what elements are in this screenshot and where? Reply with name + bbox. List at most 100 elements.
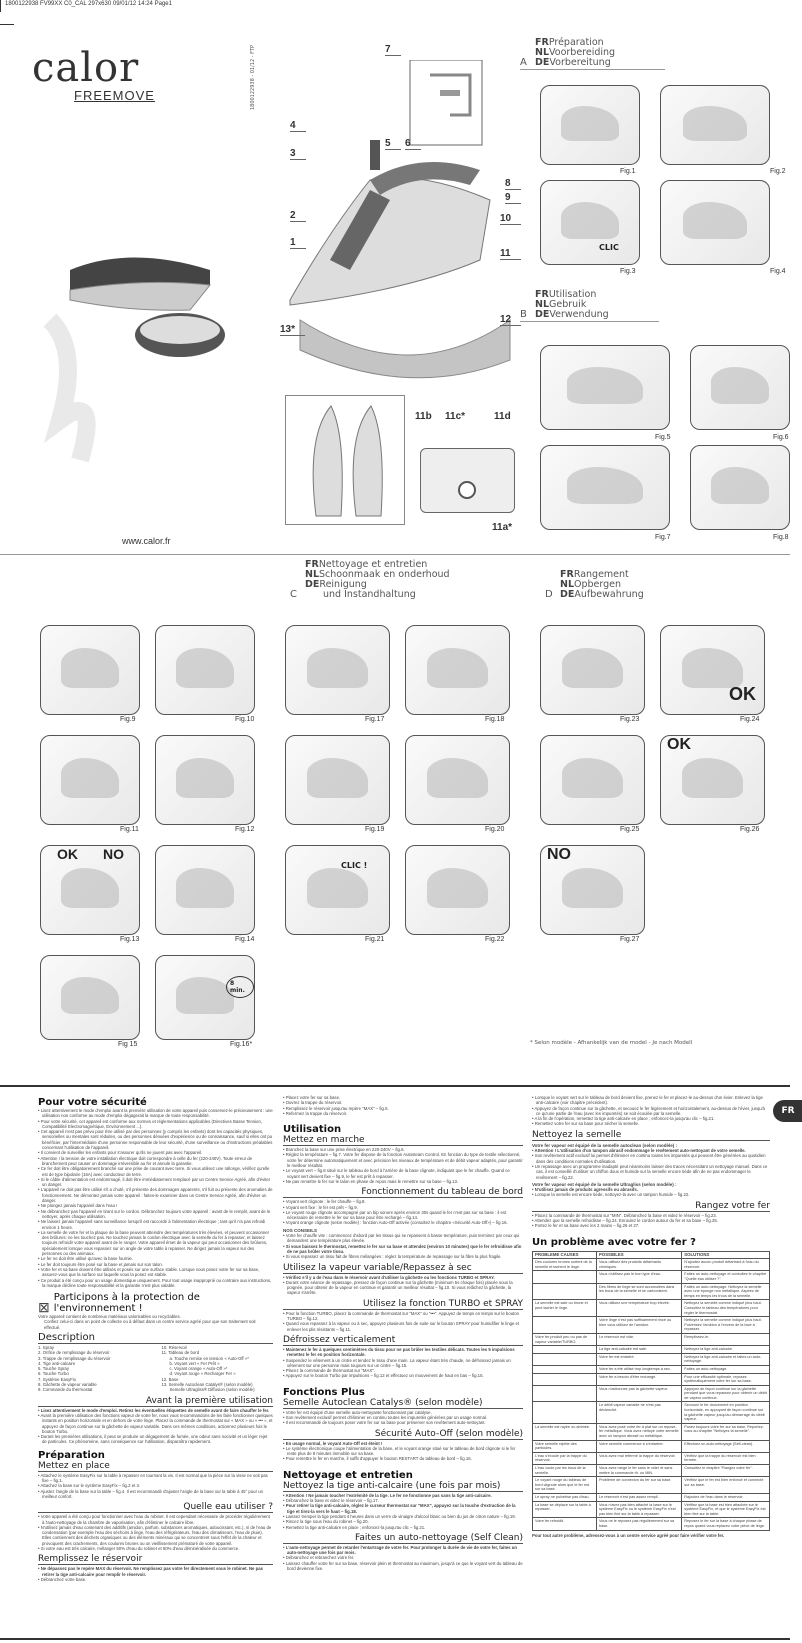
callout-7: 7 [385,44,401,56]
heading-remplissez: Remplissez le réservoir [38,1554,273,1566]
figure-10 [155,625,255,715]
heading-mettez-place: Mettez en place [38,1461,273,1472]
table-row: Vous n'actionnez pas la gâchette vapeur.… [532,1384,770,1403]
section-a-fr: Préparation [548,37,604,48]
fig-label-14: Fig.14 [235,936,255,943]
desc-item: 1. Spray [38,1344,55,1350]
table-cell: Vous avez rangé le fer sans le vider et … [595,1464,683,1478]
figure-21: CLIC ! [285,845,390,935]
list-item: Il est recommandé de toujours poser votr… [283,1420,523,1425]
figure-14 [155,845,255,935]
table-cell: Des coulures brunes sortent de la semell… [532,1258,597,1272]
list-item: Maintenez le fer à quelques centimètres … [283,1347,523,1358]
heading-autooff: Sécurité Auto-Off (selon modèle) [283,1429,523,1440]
ok-label: OK [667,736,691,753]
figure-20 [405,735,510,825]
list-item: Cet appareil n'est pas prévu pour être u… [38,1129,273,1150]
fig-label-18: Fig.18 [485,716,505,723]
table-cell: Votre semelle rejette des particules. [532,1439,597,1453]
table-cell [532,1282,597,1301]
lang-fr: FR [535,37,549,48]
brand-url: www.calor.fr [122,536,171,546]
list-item: Si le câble d'alimentation est endommagé… [38,1177,273,1188]
list-item: En usage normal, le voyant Auto-Off est … [283,1441,523,1446]
table-row: La base se déplace sur la table à repass… [532,1500,770,1519]
heading-autonettoyage: Faites un auto-nettoyage (Self Clean) [283,1533,523,1544]
table-cell [532,1352,597,1366]
lang-fr: FR [560,569,574,580]
lang-nl: NL [535,299,550,310]
list-item: N'utilisez jamais de produits agressifs … [532,1187,770,1192]
figure-7 [540,445,670,530]
heading-quelle-eau: Quelle eau utiliser ? [38,1502,273,1514]
table-row: L'eau coule par les trous de la semelle.… [532,1464,770,1478]
model-name: FREEMOVE [74,88,155,103]
list-item: Attention ! la tension de votre installa… [38,1156,273,1167]
table-cell: Appuyez de façon continue sur la gâchett… [681,1384,770,1403]
table-cell: Nettoyez la semelle comme indiqué plus h… [681,1316,770,1334]
list-item: Lisez attentivement le mode d'emploi. Re… [38,1408,273,1413]
heading-environnement: Participons à la protection de l'environ… [53,1292,200,1315]
env-text-2: Confiez celui-ci dans un point de collec… [44,1319,256,1330]
figure-6 [690,345,790,430]
heading-turbo: Utilisez la fonction TURBO et SPRAY [283,1299,523,1310]
table-cell: N'ajoutez aucun produit détartrant à l'e… [681,1258,770,1272]
list-item: Le fer doit toujours être posé sur la ba… [38,1262,273,1267]
table-cell: Le spray ne pulvérise pas d'eau. [532,1493,597,1502]
list-item: Ne dépassez pas le repère MAX du réservo… [38,1566,273,1577]
table-header: POSSIBLES [595,1250,683,1260]
table-row: Votre fer refroidit.Vous ne le reposez p… [532,1517,770,1531]
section-d-de: Aufbewahrung [574,589,644,600]
section-a-nl: Voorbereiding [549,47,616,58]
list-item: Pour la fonction TURBO, placez la comman… [283,1311,523,1322]
list-item: Ne débranchez pas l'appareil en tirant s… [38,1209,273,1220]
list-item: Un repassage avec un programme inadapté … [532,1164,770,1180]
list-item: Son revêtement actif exclusif lui permet… [532,1153,770,1164]
fig-label-26: Fig.26 [740,826,760,833]
table-cell: Le voyant rouge du tableau de bord clign… [532,1476,597,1494]
divider-bottom [0,1638,790,1640]
exploded-iron-diagram [270,59,520,390]
table-row: Votre fer a été utilisé trop longtemps à… [532,1364,770,1374]
desc-item: 4. Tige anti-calcaire [38,1360,76,1366]
table-cell [532,1401,597,1424]
crop-mark [0,24,14,25]
heading-avant: Avant la première utilisation [38,1396,273,1407]
fig-label-17: Fig.17 [365,716,385,723]
fig-label-13: Fig.13 [120,936,140,943]
desc-item: c. Voyant orange « Auto-Off »* [169,1366,228,1372]
list-item: Attachez le système EasyFix sur la table… [38,1473,273,1484]
table-cell: Rajoutez de l'eau dans le réservoir. [681,1493,770,1502]
fig-label-23: Fig.23 [620,716,640,723]
problem-footer: Pour tout autre problème, adressez-vous … [532,1532,725,1538]
clic-text-2: CLIC ! [341,861,368,870]
table-cell: Remplissez-le. [681,1332,770,1347]
table-cell [532,1345,597,1354]
list-item: Votre fer et sa base doivent être utilis… [38,1267,273,1278]
text-column-1: Pour votre sécurité Lisez attentivement … [38,1092,273,1582]
figure-17 [285,625,390,715]
list-item: Remettez la tige anti-calcaire en place … [283,1525,523,1530]
fig-label-19: Fig.19 [365,826,385,833]
fig-label-21: Fig.21 [365,936,385,943]
table-cell: Nettoyez la tige anti-calcaire et faites… [681,1352,770,1366]
table-cell: Vous utilisez une température trop élevé… [595,1299,683,1318]
list-item: Pour votre sécurité, cet appareil est co… [38,1119,273,1130]
list-item: Ajustez l'angle de la base sur la table … [38,1489,273,1500]
list-item: Durant les premières utilisations, il pe… [38,1434,273,1445]
table-row: Votre linge n'est pas suffisamment rincé… [532,1316,770,1334]
table-cell [532,1372,597,1386]
heading-conseils: NOS CONSEILS [283,1227,318,1233]
list-item: Suspendez le vêtement à un cintre et ten… [283,1358,523,1369]
clic-text: CLIC [599,243,619,252]
list-item: Débranchez votre base. [38,1577,273,1582]
list-item: Quand vous repassez à la vapeur ou à sec… [283,1321,523,1332]
heading-description: Description [38,1332,273,1344]
table-cell [532,1364,597,1374]
table-cell: Consultez le chapitre "Rangez votre fer"… [681,1464,770,1478]
table-cell: Vous n'utilisez pas le bon type d'eau. [595,1270,683,1284]
fig-label-25: Fig.25 [620,826,640,833]
callout-11a: 11a* [492,522,513,533]
table-cell: La tige anti-calcaire est sale. [595,1345,683,1354]
list-item: Avant la première utilisation des foncti… [38,1413,273,1434]
